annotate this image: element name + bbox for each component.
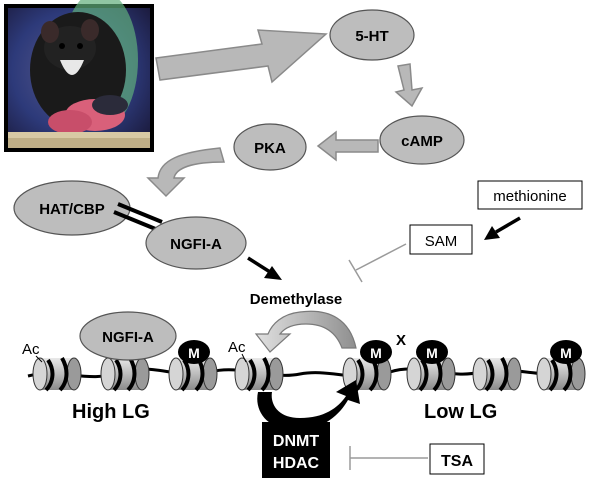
arrow-pka-to-hatcbp bbox=[146, 147, 225, 198]
rat-photo bbox=[4, 0, 154, 152]
tsa-box: TSA bbox=[429, 443, 485, 475]
acetyl-tick-left bbox=[35, 355, 43, 363]
arrow-camp-to-pka bbox=[316, 130, 379, 162]
label-high-lg: High LG bbox=[72, 401, 150, 423]
arrow-ngfia-to-demethylase bbox=[247, 256, 282, 280]
nucleosome bbox=[100, 357, 150, 392]
svg-text:M: M bbox=[370, 345, 382, 361]
nucleosome bbox=[342, 357, 392, 392]
inhibit-sam-demethylase bbox=[348, 243, 407, 283]
node-ngfia-top: NGFI-A bbox=[145, 216, 247, 270]
arrow-photo-to-5ht bbox=[155, 29, 328, 84]
node-hat-cbp: HAT/CBP bbox=[13, 180, 131, 236]
node-camp: cAMP bbox=[379, 115, 465, 165]
label-hdac: HDAC bbox=[273, 455, 320, 472]
label-hat-cbp: HAT/CBP bbox=[39, 201, 105, 218]
nucleosome bbox=[32, 357, 82, 392]
label-methionine: methionine bbox=[493, 188, 566, 205]
label-pka: PKA bbox=[254, 140, 286, 157]
nucleosome bbox=[472, 357, 522, 392]
label-dnmt: DNMT bbox=[273, 433, 319, 450]
nucleosomes bbox=[32, 357, 586, 392]
methyl-mark-1: M bbox=[178, 340, 210, 364]
label-tsa: TSA bbox=[441, 453, 473, 470]
methyl-mark-3: M bbox=[416, 340, 448, 364]
methylation-cycle-arrow bbox=[257, 380, 360, 430]
acetyl-tick-right bbox=[241, 353, 247, 363]
dnmt-hdac-box: DNMT HDAC bbox=[262, 422, 330, 478]
label-demethylase: Demethylase bbox=[250, 291, 343, 308]
demethylase-arrow bbox=[254, 310, 357, 353]
binding-bars bbox=[113, 202, 163, 232]
label-ngfia-chromatin: NGFI-A bbox=[102, 329, 154, 346]
nucleosome bbox=[234, 357, 284, 392]
methyl-mark-2: M bbox=[360, 340, 392, 364]
blocked-x-mark: X bbox=[396, 332, 406, 349]
label-low-lg: Low LG bbox=[424, 401, 497, 423]
node-5ht: 5-HT bbox=[329, 9, 415, 61]
acetyl-label-left: Ac bbox=[22, 341, 40, 358]
inhibit-tsa-dnmt bbox=[349, 446, 428, 470]
arrow-methionine-to-sam bbox=[484, 216, 521, 240]
svg-text:M: M bbox=[188, 345, 200, 361]
node-ngfia-chromatin: NGFI-A bbox=[79, 311, 177, 361]
methyl-mark-4: M bbox=[550, 340, 582, 364]
arrow-5ht-to-camp bbox=[394, 63, 424, 108]
label-5ht: 5-HT bbox=[355, 28, 388, 45]
sam-box: SAM bbox=[409, 224, 473, 255]
label-camp: cAMP bbox=[401, 133, 443, 150]
acetyl-label-right: Ac bbox=[228, 339, 246, 356]
methionine-box: methionine bbox=[477, 180, 583, 210]
node-pka: PKA bbox=[233, 123, 307, 171]
svg-text:M: M bbox=[426, 345, 438, 361]
label-ngfia-top: NGFI-A bbox=[170, 236, 222, 253]
svg-text:M: M bbox=[560, 345, 572, 361]
label-sam: SAM bbox=[425, 233, 458, 250]
